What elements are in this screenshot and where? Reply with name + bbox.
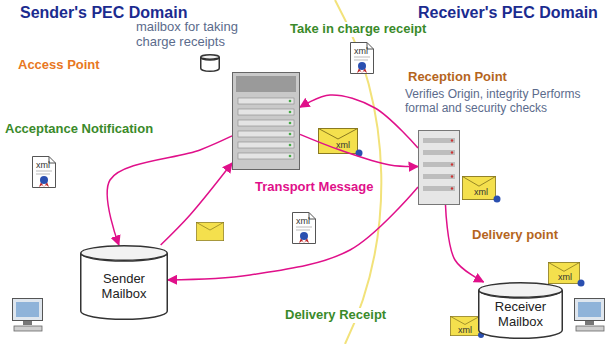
xml-tag: xml: [296, 216, 310, 226]
xml-tag: xml: [558, 272, 572, 282]
message-flow-arrow: [300, 95, 418, 148]
message-flow-arrow: [300, 134, 418, 166]
message-flow-arrow: [107, 136, 232, 245]
domain-heading: Receiver's PEC Domain: [418, 4, 598, 22]
xml-tag: xml: [474, 187, 488, 197]
computer-icon: [13, 299, 43, 332]
sender-mailbox: Sender Mailbox: [80, 245, 168, 320]
mailbox-cylinder: [200, 54, 220, 72]
envelope: [319, 129, 363, 157]
server-symbol: [418, 130, 460, 205]
node-heading: Reception Point: [408, 70, 507, 85]
receipt-document: [33, 157, 56, 188]
envelope: [548, 262, 584, 286]
xml-tag: xml: [354, 46, 368, 56]
envelope: [462, 176, 500, 202]
node-description: Verifies Origin, integrity Performs form…: [405, 88, 605, 116]
message-flow-arrow: [161, 163, 232, 245]
node-caption: mailbox for taking charge receipts: [136, 20, 266, 50]
node-heading: Access Point: [18, 58, 100, 73]
domain-heading: Sender's PEC Domain: [20, 4, 187, 22]
xml-tag: xml: [458, 325, 472, 335]
server-symbol: [232, 72, 300, 170]
flow-label: Delivery point: [472, 228, 558, 243]
message-flow-arrow: [445, 205, 483, 282]
reception-point-server: Reception PointVerifies Origin, integrit…: [418, 130, 460, 205]
flow-label: Take in charge receipt: [290, 22, 426, 37]
receiver-mailbox: Receiver Mailbox: [478, 282, 563, 339]
computer-icon: [575, 299, 605, 332]
receipt-document: [293, 213, 316, 244]
receipt-document: [351, 43, 374, 74]
xml-tag: xml: [336, 140, 350, 150]
access-point-server: Access Point: [232, 72, 300, 170]
flow-label: Transport Message: [255, 180, 374, 195]
flow-label: Delivery Receipt: [285, 308, 386, 323]
envelope: [196, 222, 223, 240]
domain-boundary: [335, 0, 381, 344]
mailbox-name: Sender Mailbox: [85, 272, 163, 302]
message-flow-arrow: [168, 187, 418, 280]
flow-label: Acceptance Notification: [5, 122, 153, 137]
xml-tag: xml: [36, 160, 50, 170]
receipt-mailbox: mailbox for taking charge receipts: [200, 54, 220, 72]
mailbox-name: Receiver Mailbox: [483, 300, 558, 330]
